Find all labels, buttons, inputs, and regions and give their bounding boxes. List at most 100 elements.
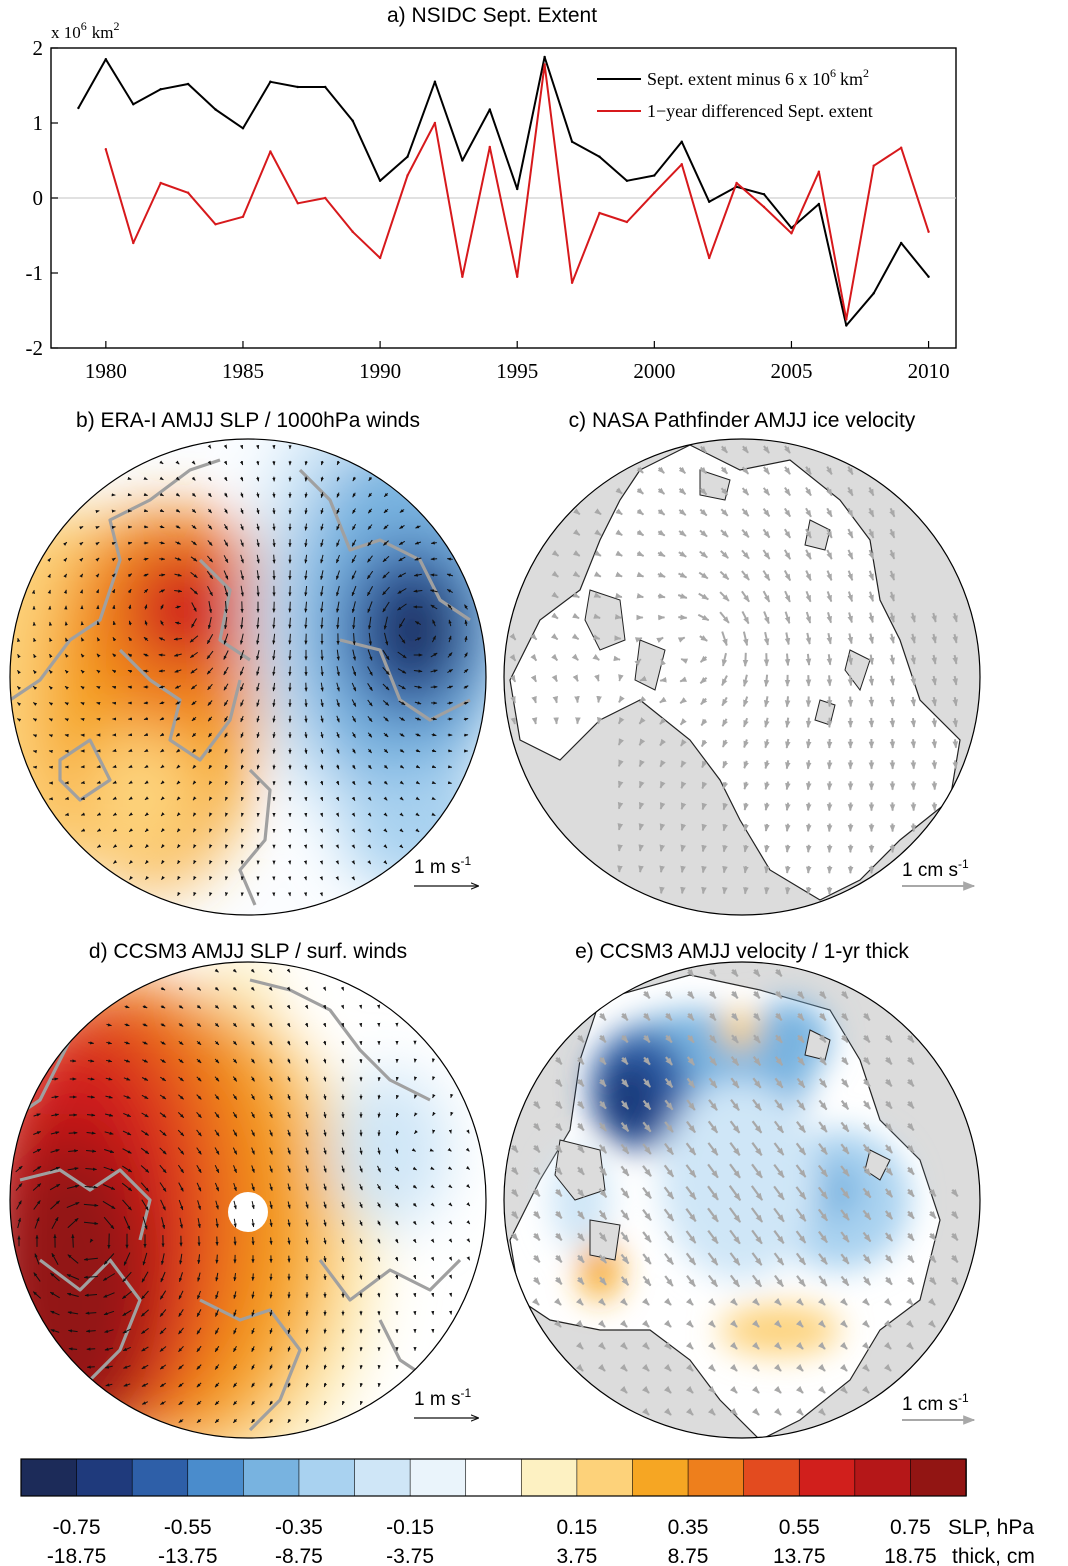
vector-arrow [206,570,214,580]
vector-arrow [191,476,196,481]
colorbar-swatch-16 [910,1458,967,1497]
vector-arrow [176,844,181,849]
y-tick-label: 1 [33,111,44,135]
vector-arrow [931,654,937,665]
vector-arrow [319,892,323,897]
vector-arrow [678,508,687,516]
vector-arrow [617,759,624,767]
vector-arrow [383,524,389,530]
colorbar-thick-tick: -8.75 [275,1545,323,1566]
vector-arrow [112,828,118,832]
vector-arrow [383,716,389,722]
vector-arrow [697,613,710,622]
vector-arrow [224,748,228,754]
vector-arrow [634,637,643,643]
vector-arrow [272,492,276,498]
vector-arrow [367,844,372,849]
vector-arrow [48,702,54,706]
vector-arrow [240,633,244,645]
vector-arrow [320,554,324,564]
point-diff-1996 [543,63,546,66]
vector-arrow [679,718,687,726]
vector-arrow [256,444,260,450]
point-diff-2002 [707,256,711,260]
vector-arrow [784,590,791,603]
vector-arrow [351,876,356,881]
vector-arrow [351,828,356,833]
colorbar-swatch-3 [187,1458,245,1497]
vector-arrow [447,604,453,610]
vector-arrow [256,539,260,548]
vector-arrow [721,675,728,687]
vector-arrow [678,487,687,495]
vector-arrow [79,541,84,546]
vector-arrow [678,530,687,537]
vector-arrow [446,588,453,594]
vector-arrow [320,476,324,482]
vector-arrow [336,732,340,739]
vector-arrow [272,507,276,515]
vector-arrow [700,718,708,726]
vector-arrow [191,732,197,738]
vector-arrow [48,734,54,738]
vector-arrow [190,587,198,595]
vector-arrow [159,476,164,481]
vector-arrow [889,739,896,749]
vector-arrow [336,492,340,498]
vector-arrow [398,634,406,644]
vector-arrow [304,764,308,770]
vector-arrow [160,812,165,817]
vector-arrow [143,701,149,705]
vector-arrow [225,812,229,817]
vector-arrow [741,570,750,581]
vector-arrow [551,612,559,620]
vector-arrow [191,618,197,628]
vector-arrow [784,466,791,475]
vector-arrow [383,812,388,817]
vector-arrow [208,748,213,754]
vector-arrow [572,674,579,682]
vector-arrow [530,653,538,662]
vector-arrow [367,699,373,707]
point-extent-1987 [296,85,300,89]
vector-arrow [910,717,917,728]
vector-arrow [303,860,307,865]
vector-arrow [189,635,199,643]
vector-arrow [159,541,165,545]
vector-arrow [175,605,181,609]
vector-arrow [659,717,667,725]
point-diff-1982 [159,181,162,185]
vector-arrow [367,666,373,676]
vector-arrow [572,592,580,599]
vector-arrow [742,652,749,667]
colorbar-swatch-5 [298,1458,356,1497]
vector-arrow [552,695,558,704]
vector-arrow [304,699,308,708]
vector-arrow [592,654,600,661]
vector-arrow [144,604,148,610]
vector-arrow [320,780,324,786]
vector-arrow [551,591,559,599]
vector-arrow [509,654,517,662]
vector-arrow [336,682,340,692]
vector-arrow [207,460,212,465]
vector-arrow [288,617,292,629]
vector-arrow [303,876,307,881]
vector-arrow [319,844,323,849]
vector-arrow [366,570,374,580]
vector-arrow [51,1077,59,1081]
vector-arrow [783,507,792,518]
vector-arrow [382,683,390,691]
vector-arrow [572,550,581,557]
point-diff-2006 [817,170,821,173]
point-extent-1979 [77,106,80,110]
vector-arrow [367,715,373,723]
vector-arrow [763,445,770,454]
vector-arrow [699,445,707,454]
vector-arrow [86,1365,95,1369]
point-extent-2006 [817,202,821,206]
vector-arrow [128,828,134,832]
vector-arrow [826,591,833,603]
vector-arrow [112,812,118,816]
